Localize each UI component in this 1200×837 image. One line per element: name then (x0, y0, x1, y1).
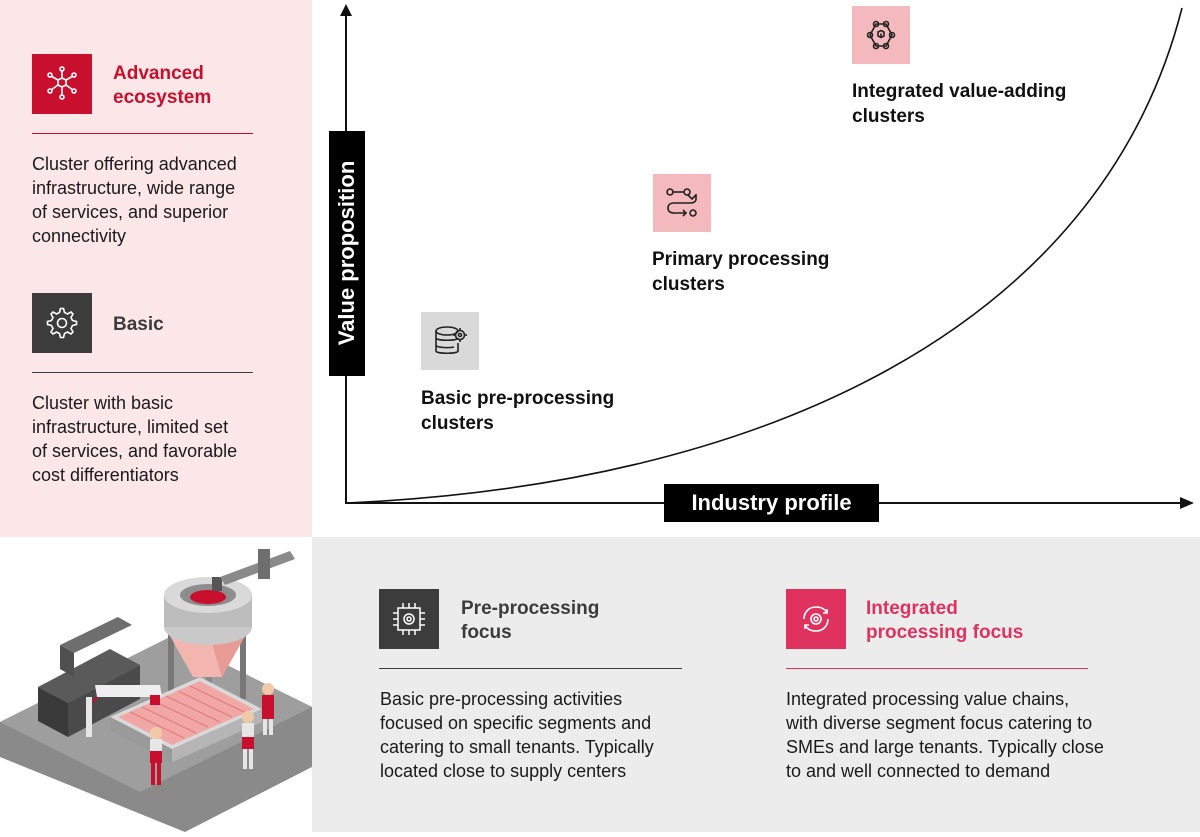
y-axis-arrow (340, 4, 352, 16)
integrated-focus-title: Integrated processing focus (866, 598, 1024, 643)
basic-description: Cluster with basic infrastructure, limit… (32, 393, 238, 485)
x-axis-label: Industry profile (664, 484, 879, 522)
basic-title: Basic (113, 314, 164, 335)
cluster-label-basic: Basic pre-processing clusters (421, 388, 615, 434)
gear-icon (32, 293, 92, 353)
growth-curve (345, 7, 1183, 504)
chip-gear-icon (379, 589, 439, 649)
advanced-ecosystem-description: Cluster offering advanced infrastructure… (32, 154, 237, 246)
network-hub-icon (32, 54, 92, 114)
integrated-divider (786, 668, 1088, 669)
integrated-description: Integrated processing value chains, with… (786, 689, 1104, 781)
network-cube-icon (852, 6, 910, 64)
process-flow-icon (653, 174, 711, 232)
pre-processing-description: Basic pre-processing activities focused … (380, 689, 654, 781)
advanced-divider (32, 133, 253, 134)
focus-panel (312, 537, 1200, 832)
pre-processing-focus-title: Pre-processing focus (461, 598, 600, 643)
y-axis-label: Value proposition (329, 131, 365, 376)
pre-processing-divider (379, 668, 682, 669)
cluster-label-integrated: Integrated value-adding clusters (852, 81, 1067, 127)
cluster-label-primary: Primary processing clusters (652, 249, 830, 295)
basic-divider (32, 372, 253, 373)
x-axis-arrow (1180, 497, 1194, 509)
processing-plant-illustration (0, 537, 312, 832)
advanced-ecosystem-title: Advanced ecosystem (113, 63, 212, 108)
server-gear-icon (421, 312, 479, 370)
cycle-gear-icon (786, 589, 846, 649)
